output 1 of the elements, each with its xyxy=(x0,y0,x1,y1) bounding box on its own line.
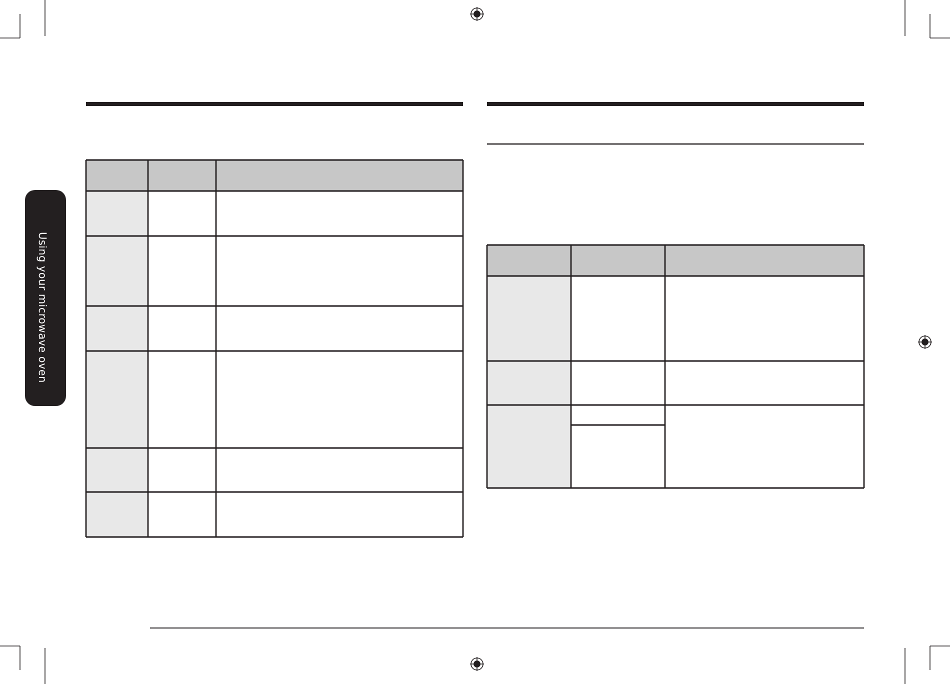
section-tab-label: Using your microwave oven xyxy=(36,232,48,383)
